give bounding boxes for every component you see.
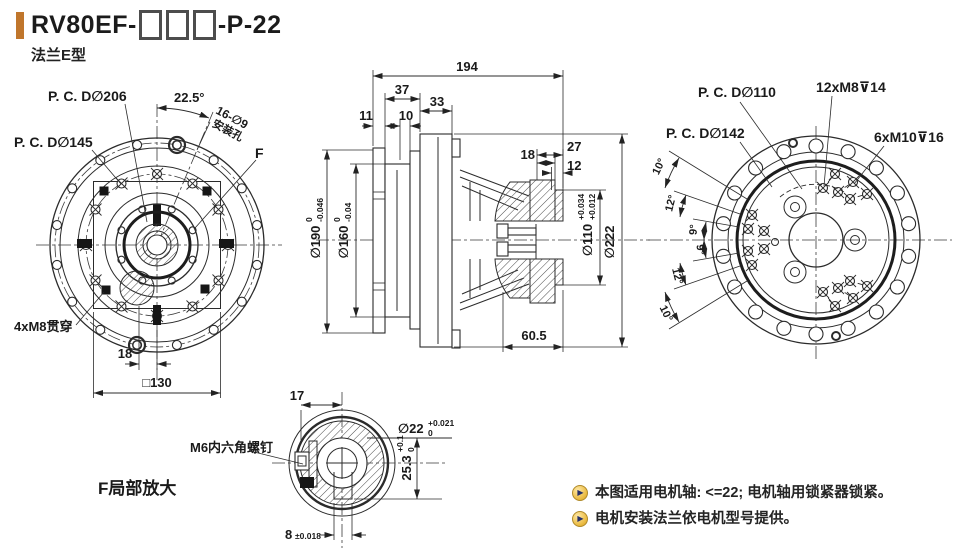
- dim-10: 10: [399, 108, 413, 123]
- svg-text:0: 0: [304, 217, 314, 222]
- svg-text:+0.034: +0.034: [576, 193, 586, 220]
- dim-dia160: ∅160 0 -0.04: [332, 202, 353, 258]
- front-view: P. C. D∅206 P. C. D∅145 22.5° 16-∅9 安装孔 …: [14, 88, 282, 398]
- crank-holes: [783, 195, 867, 284]
- svg-text:∅222: ∅222: [602, 226, 617, 259]
- dia22-tol-top: +0.021: [428, 418, 455, 428]
- angle-9-bottom: 9°: [694, 244, 707, 256]
- title-block: RV80EF- -P-22: [16, 10, 282, 40]
- note-item: ▶ 本图适用电机轴: <=22; 电机轴用锁紧器锁紧。: [572, 484, 950, 502]
- svg-text:0: 0: [406, 447, 416, 452]
- label-6xm10: 6xM10⊽16: [874, 129, 944, 145]
- dim-194: 194: [456, 59, 478, 74]
- label-f: F: [255, 145, 264, 161]
- angle-10-bottom: 10°: [657, 304, 675, 324]
- note-text: 本图适用电机轴: <=22; 电机轴用锁紧器锁紧。: [595, 485, 893, 501]
- screw-holes: [741, 167, 874, 313]
- svg-text:0: 0: [332, 217, 342, 222]
- dim-square-130: □130: [142, 375, 172, 390]
- angle-12-top: 12°: [663, 194, 679, 213]
- rear-mounting-holes: [715, 138, 917, 342]
- dim-18-front: 18: [118, 346, 132, 361]
- dim-37: 37: [395, 82, 409, 97]
- label-pcd142: P. C. D∅142: [666, 125, 745, 141]
- notes: ▶ 本图适用电机轴: <=22; 电机轴用锁紧器锁紧。 ▶ 电机安装法兰依电机型…: [572, 484, 950, 536]
- model-placeholder-box: [165, 10, 189, 40]
- label-m6-screw: M6内六角螺钉: [190, 440, 273, 455]
- dim-12: 12: [567, 158, 581, 173]
- model-prefix: RV80EF-: [31, 10, 137, 39]
- rear-view: 10° 12° 9° 9° 12° 10° P. C. D∅110 12xM8⊽…: [648, 79, 952, 360]
- label-pcd145: P. C. D∅145: [14, 134, 93, 150]
- note-bullet-icon: ▶: [572, 485, 588, 501]
- model-suffix: -P-22: [217, 10, 282, 39]
- model-placeholder-box: [192, 10, 216, 40]
- note-text: 电机安装法兰依电机型号提供。: [595, 511, 798, 528]
- svg-text:-0.046: -0.046: [315, 198, 325, 222]
- angle-10-top: 10°: [650, 157, 668, 177]
- dim-8-tol: ±0.018: [295, 531, 321, 541]
- accent-bar: [16, 11, 24, 39]
- note-bullet-icon: ▶: [572, 511, 588, 528]
- svg-text:25.3: 25.3: [399, 455, 414, 480]
- dim-8: 8: [285, 527, 292, 542]
- svg-text:+0.1: +0.1: [395, 435, 405, 452]
- angle-12-bottom: 12°: [669, 267, 685, 286]
- label-angle-22-5: 22.5°: [174, 90, 205, 105]
- dim-dia190: ∅190 0 -0.046: [304, 198, 325, 259]
- svg-text:∅110: ∅110: [580, 224, 595, 256]
- dim-17: 17: [290, 388, 304, 403]
- label-12xm8: 12xM8⊽14: [816, 79, 886, 95]
- svg-text:∅160: ∅160: [336, 226, 351, 259]
- dim-11: 11: [359, 108, 373, 123]
- svg-text:-0.04: -0.04: [343, 202, 353, 222]
- dim-dia222: ∅222: [602, 226, 617, 259]
- flange-type-subtitle: 法兰E型: [31, 47, 87, 64]
- detail-title: F局部放大: [98, 478, 176, 498]
- detail-view-f: 17 ∅22 +0.021 0 M6内六角螺钉 F局部放大 8 ±0.018 2…: [98, 388, 455, 548]
- label-pcd206: P. C. D∅206: [48, 88, 127, 104]
- label-4xm8: 4xM8贯穿: [14, 319, 73, 334]
- model-placeholder-box: [138, 10, 162, 40]
- dim-dia22: ∅22: [398, 421, 424, 436]
- angle-9-top: 9°: [688, 224, 701, 236]
- dim-33: 33: [430, 94, 444, 109]
- label-pcd110: P. C. D∅110: [698, 84, 776, 100]
- svg-text:+0.012: +0.012: [587, 193, 597, 220]
- note-item: ▶ 电机安装法兰依电机型号提供。: [572, 510, 950, 528]
- dia22-tol-bot: 0: [428, 428, 433, 438]
- section-view: 194 37 33 11 10 27 18 12 60.5 ∅190 0 -0.…: [304, 59, 650, 352]
- angle-dimensions: 10° 12° 9° 9° 12° 10°: [650, 150, 748, 330]
- dim-dia110: ∅110 +0.034 +0.012: [576, 193, 597, 256]
- dim-25-3: 25.3 +0.1 0: [395, 435, 416, 481]
- svg-text:∅190: ∅190: [308, 226, 323, 259]
- dim-60-5: 60.5: [521, 328, 546, 343]
- dim-18-section: 18: [521, 147, 535, 162]
- dim-27: 27: [567, 139, 581, 154]
